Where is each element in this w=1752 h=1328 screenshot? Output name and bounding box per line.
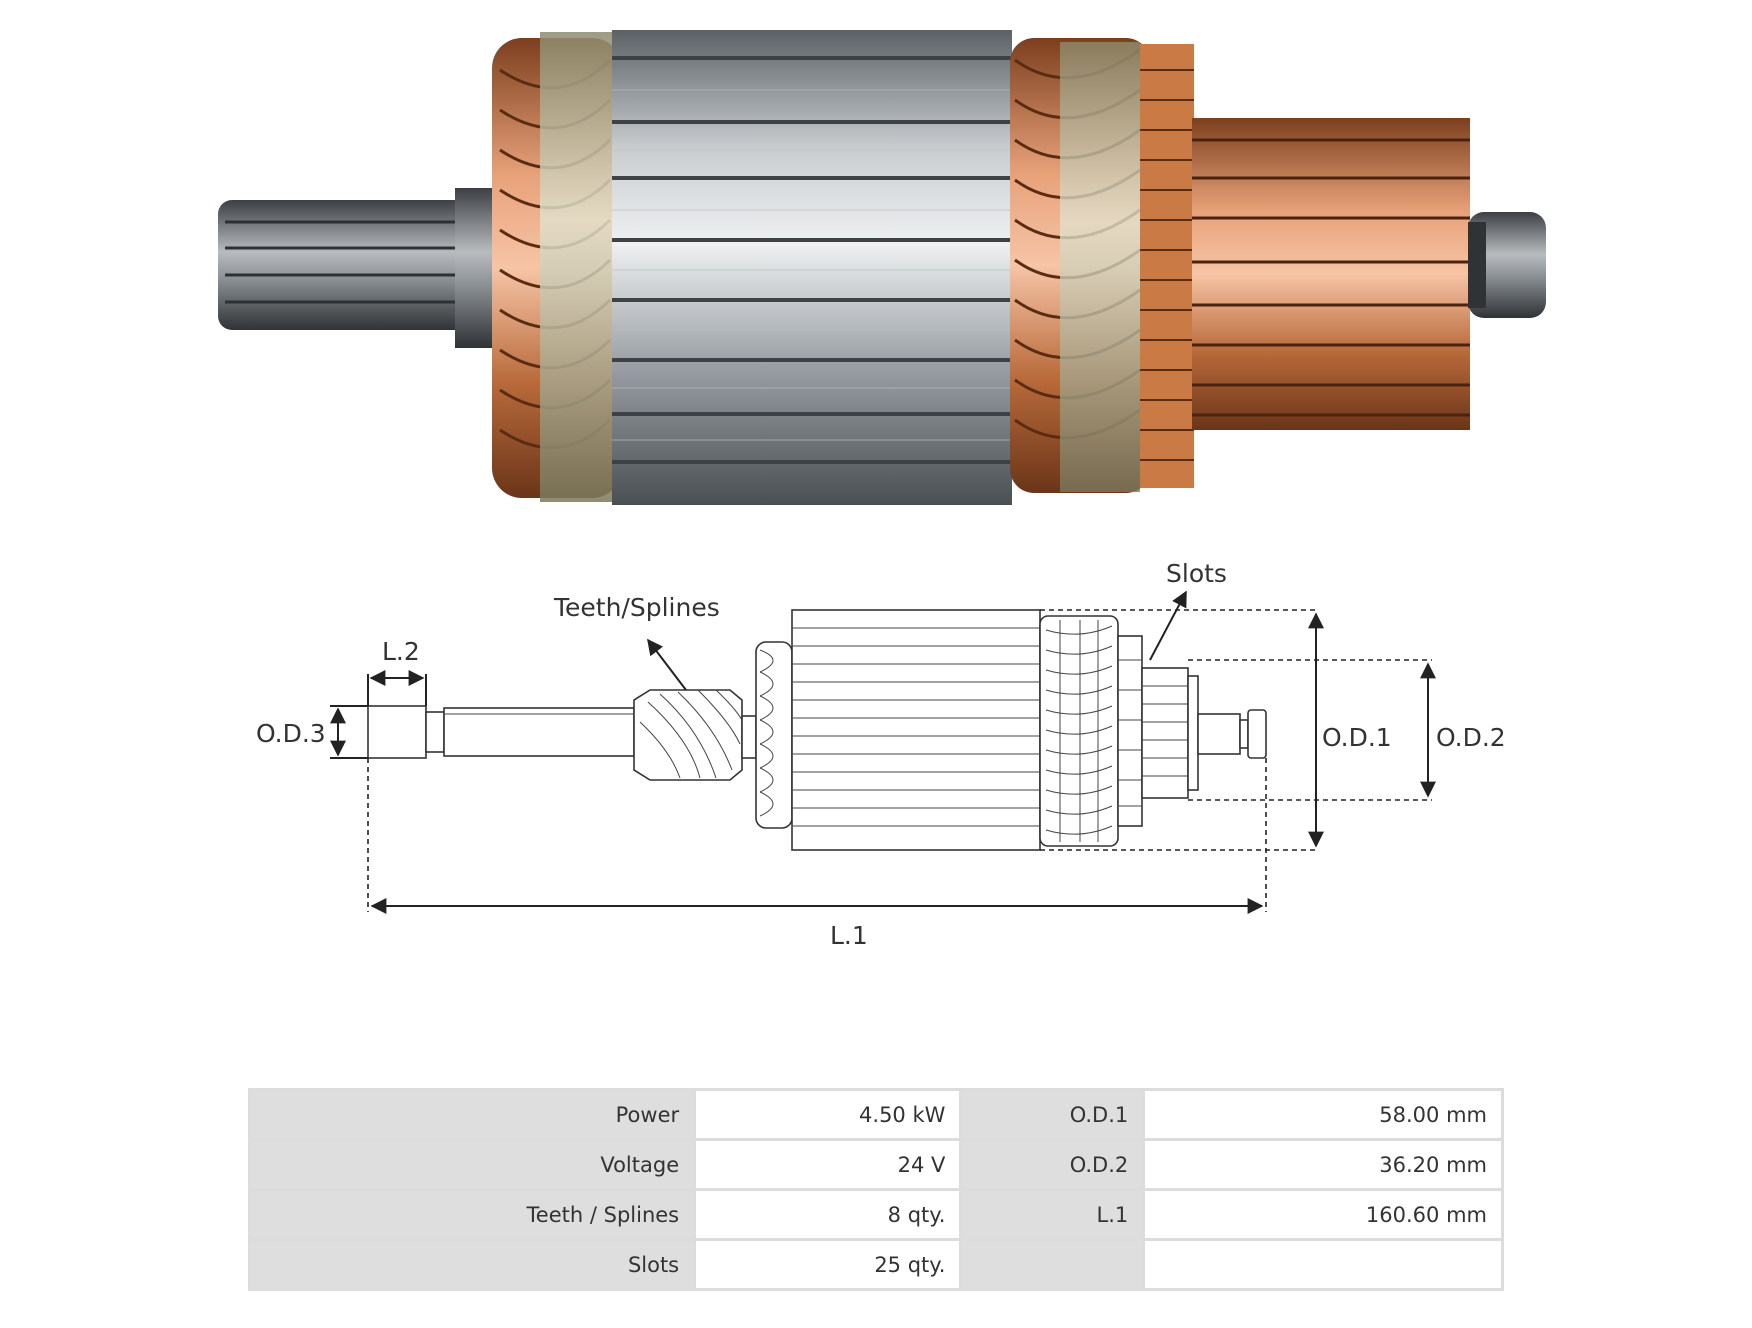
spec-key: O.D.2	[962, 1141, 1143, 1188]
label-od3: O.D.3	[256, 719, 326, 748]
spec-value: 58.00 mm	[1145, 1091, 1501, 1138]
spec-value	[1145, 1241, 1501, 1288]
table-row: Slots 25 qty.	[251, 1241, 1501, 1288]
label-slots: Slots	[1166, 559, 1227, 588]
armature-photo	[218, 30, 1546, 505]
drawing-riser	[1117, 635, 1143, 827]
spec-value: 36.20 mm	[1145, 1141, 1501, 1188]
table-row: Power 4.50 kW O.D.1 58.00 mm	[251, 1091, 1501, 1138]
label-teeth-splines: Teeth/Splines	[553, 593, 720, 622]
drawing-pinion-end	[367, 705, 635, 759]
dimension-l2	[367, 670, 427, 706]
drawing-core	[791, 609, 1041, 851]
rear-shaft	[1468, 212, 1546, 318]
drawing-commutator	[1141, 667, 1199, 799]
drawing-front-windings	[755, 641, 793, 829]
table-row: Teeth / Splines 8 qty. L.1 160.60 mm	[251, 1191, 1501, 1238]
spec-value: 24 V	[696, 1141, 960, 1188]
leader-slots	[1149, 590, 1187, 661]
drawing-rear-shaft	[1197, 709, 1267, 759]
label-l2: L.2	[382, 637, 420, 666]
spec-key: Teeth / Splines	[251, 1191, 694, 1238]
label-od1: O.D.1	[1322, 723, 1392, 752]
dimension-od3	[330, 705, 368, 759]
spec-key: Voltage	[251, 1141, 694, 1188]
spec-key: O.D.1	[962, 1091, 1143, 1138]
leader-teeth-splines	[647, 638, 687, 691]
drawing-rear-windings	[1039, 615, 1119, 847]
dimension-od2	[1188, 659, 1436, 801]
table-row: Voltage 24 V O.D.2 36.20 mm	[251, 1141, 1501, 1188]
spec-value: 8 qty.	[696, 1191, 960, 1238]
spec-key	[962, 1241, 1143, 1288]
label-l1: L.1	[830, 921, 868, 950]
drawing-splines	[633, 689, 757, 781]
pinion-gear	[218, 188, 495, 348]
spec-table: Power 4.50 kW O.D.1 58.00 mm Voltage 24 …	[248, 1088, 1504, 1291]
rear-windings	[1010, 38, 1150, 493]
spec-value: 4.50 kW	[696, 1091, 960, 1138]
spec-value: 160.60 mm	[1145, 1191, 1501, 1238]
commutator	[1192, 118, 1470, 430]
label-od2: O.D.2	[1436, 723, 1506, 752]
spec-value: 25 qty.	[696, 1241, 960, 1288]
front-windings	[492, 32, 622, 502]
spec-key: Power	[251, 1091, 694, 1138]
dimension-od1	[1040, 609, 1324, 851]
spec-key: Slots	[251, 1241, 694, 1288]
technical-drawing: L.2 O.D.3 L.1 O.D.1 O.D.2 Teeth/Splines …	[256, 559, 1506, 950]
armature-core	[612, 30, 1012, 505]
spec-key: L.1	[962, 1191, 1143, 1238]
commutator-riser	[1140, 44, 1194, 488]
